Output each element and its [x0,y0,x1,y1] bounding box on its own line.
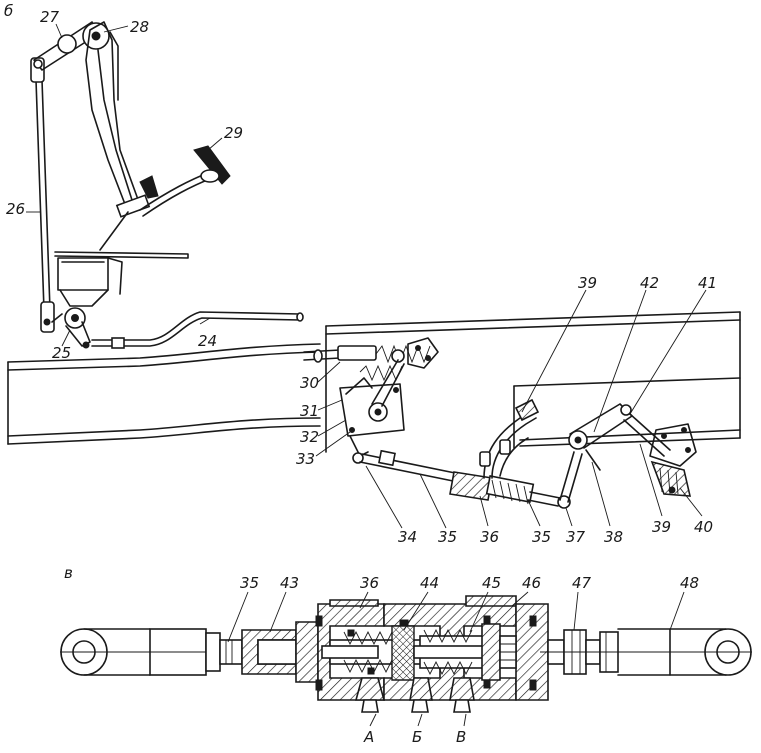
callout-24: 24 [198,332,217,350]
callout-28: 28 [130,18,149,36]
callout-48: 48 [680,574,699,592]
ports [354,677,475,713]
diaphragm-44 [391,619,415,681]
callout-36: 36 [480,528,499,546]
callout-37: 37 [566,528,586,546]
port-v-label: В [456,728,466,746]
callout-34: 34 [398,528,417,546]
port-a-label: А [363,728,374,746]
pedal-pad-29 [139,145,231,217]
pedal-arm-28 [82,21,151,251]
callout-30: 30 [300,374,319,392]
callout-44: 44 [420,574,439,592]
sleeve-43 [241,621,319,683]
frame-left [7,343,321,445]
callout-47: 47 [572,574,592,592]
view-v-section: в [60,564,752,746]
callout-39a: 39 [578,274,597,292]
piston-right-45 [413,615,501,689]
callout-35b: 35 [532,528,551,546]
right-rod-end [540,628,752,676]
floor-bracket [54,251,189,307]
left-rod-end [60,628,243,676]
view-label-v: в [64,564,73,582]
callout-46: 46 [522,574,541,592]
callout-32: 32 [300,428,319,446]
callout-42: 42 [640,274,659,292]
rod-35-and-valve-36 [359,398,571,509]
callout-25: 25 [52,344,71,362]
lower-lever-25 [51,307,91,349]
rod-24 [91,311,304,349]
cap-46 [499,635,517,669]
brake-valve-37-42 [559,403,697,503]
callout-29: 29 [224,124,243,142]
view-b-pedal-assembly: б [4,2,321,445]
callout-33: 33 [296,450,315,468]
callout-35a: 35 [438,528,457,546]
piston-left [321,629,393,675]
callout-26: 26 [6,200,25,218]
view-b-leaders [26,23,223,347]
callout-31: 31 [300,402,319,420]
callout-27: 27 [40,8,60,26]
callout-38: 38 [604,528,623,546]
view-label-b: б [4,2,13,20]
callout-39b: 39 [652,518,671,536]
callout-36b: 36 [360,574,379,592]
view-b-right-leaders [315,289,707,529]
view-v-leaders [227,591,685,727]
callout-40: 40 [694,518,713,536]
callout-45: 45 [482,574,501,592]
rod-26 [30,57,55,333]
bellcrank-30-33 [303,337,439,464]
callout-41: 41 [698,274,717,292]
callout-35c: 35 [240,574,259,592]
port-b-label: Б [412,728,422,746]
callout-43: 43 [280,574,299,592]
